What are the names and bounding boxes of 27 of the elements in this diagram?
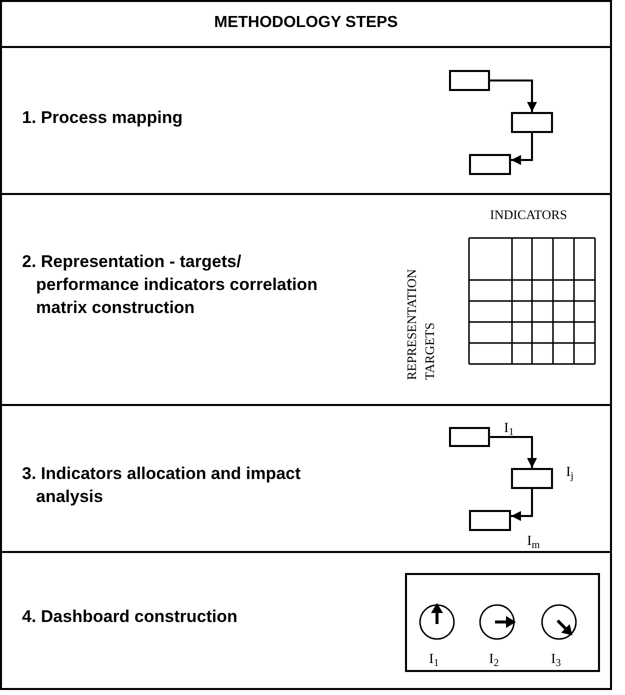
indicator-label: I$_{1}$: [429, 651, 439, 670]
step-title: 4. Dashboard construction: [22, 606, 238, 628]
indicator-label: I$_{2}$: [489, 651, 499, 670]
step-title: 3. Indicators allocation and impact analysis: [22, 463, 302, 508]
axis-label: INDICATORS: [490, 206, 568, 224]
step-title: 2. Representation - targets/ performance indicators correlation matrix construction: [22, 251, 319, 319]
process-box: [511, 112, 553, 133]
indicator-label: I$_{m}$: [527, 533, 540, 552]
table-heading: METHODOLOGY STEPS: [0, 0, 612, 48]
axis-label: REPRESENTATION TARGETS: [403, 268, 438, 380]
process-box: [511, 468, 553, 489]
indicator-label: I$_{1}$: [504, 420, 514, 439]
indicator-label: I$_{3}$: [551, 651, 561, 670]
arrow: [490, 80, 537, 112]
gauge-icon: [419, 604, 455, 640]
step-title: 1. Process mapping: [22, 107, 184, 129]
indicator-label: I$_{j}$: [566, 464, 574, 483]
process-box: [449, 427, 490, 447]
gauge-icon: [541, 604, 577, 640]
arrow: [490, 436, 537, 468]
process-box: [469, 510, 511, 531]
arrow: [511, 133, 533, 165]
gauge-icon: [479, 604, 515, 640]
arrow: [511, 489, 533, 521]
dashboard-panel: [405, 573, 600, 672]
process-box: [469, 154, 511, 175]
process-box: [449, 70, 490, 91]
